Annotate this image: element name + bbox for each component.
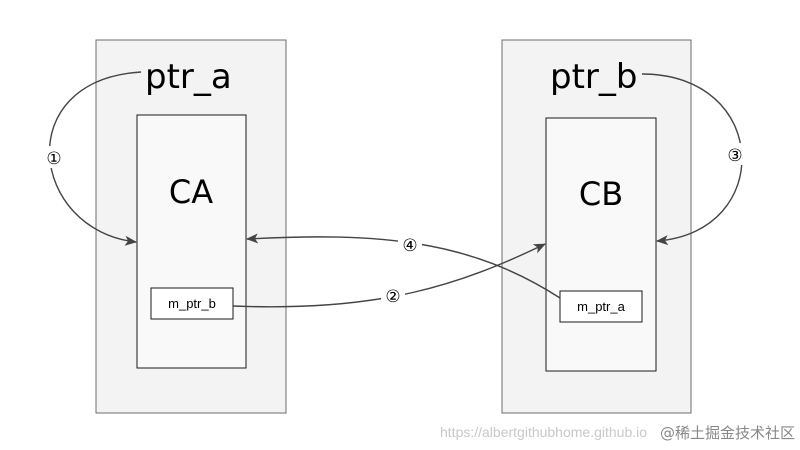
step-marker-3: ③ [723,143,747,166]
step-3-label: ③ [727,146,742,166]
step-1-label: ① [46,149,61,169]
watermark-site: @稀土掘金技术社区 [660,424,795,442]
step-marker-1: ① [42,146,66,169]
m-ptr-b-label: m_ptr_b [168,296,216,311]
cb-object-box [545,117,657,372]
cb-label: CB [579,175,623,213]
step-4-label: ④ [402,236,417,256]
step-marker-2: ② [381,284,405,307]
ca-object-box [136,114,247,369]
m-ptr-a-box [559,290,643,323]
right-object: ptr_b CB m_ptr_a [501,39,692,414]
arrow-step-2 [232,243,546,308]
m-ptr-a-label: m_ptr_a [577,299,625,314]
m-ptr-b-box [150,287,234,320]
watermark-url: https://albertgithubhome.github.io [440,424,647,440]
step-2-label: ② [385,287,400,307]
step-marker-4: ④ [398,233,422,256]
ptr-b-label: ptr_b [550,57,637,97]
ca-label: CA [169,173,213,211]
left-object: ptr_a CA m_ptr_b [95,39,287,414]
ptr-a-label: ptr_a [145,57,232,97]
